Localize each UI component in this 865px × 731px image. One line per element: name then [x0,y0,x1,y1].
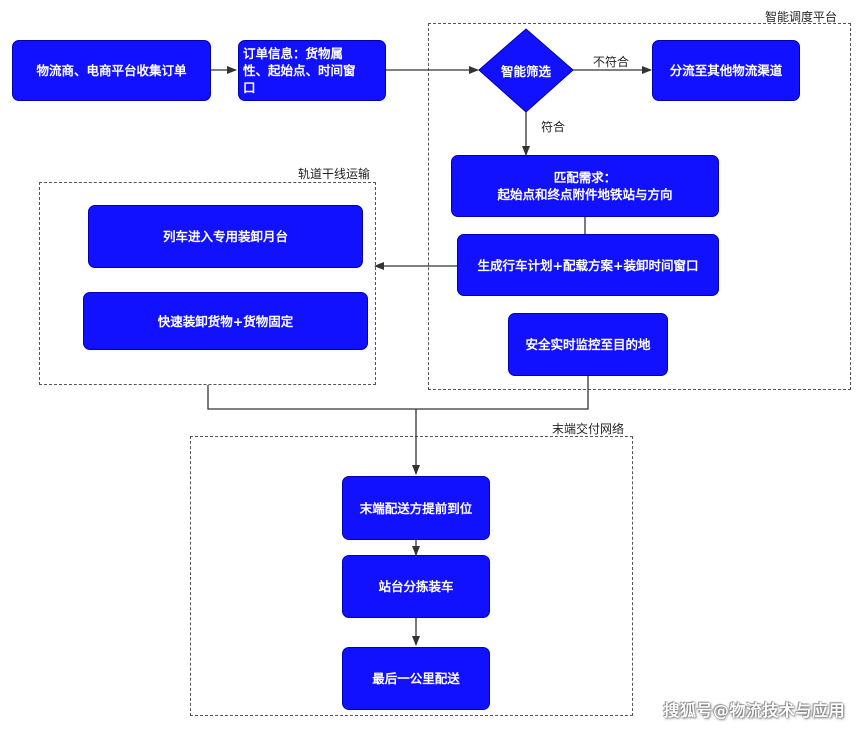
node-train-enter: 列车进入专用装卸月台 [88,205,363,268]
node-monitor: 安全实时监控至目的地 [508,313,668,376]
region-trunk [39,182,376,385]
edge-label-match: 符合 [541,120,566,134]
region-platform [428,23,851,390]
region-platform-label: 智能调度平台 [765,10,838,24]
node-sort: 站台分拣装车 [342,555,490,618]
region-delivery [190,436,633,716]
decision-diamond-shape [478,28,574,113]
region-trunk-label: 轨道干线运输 [298,167,371,181]
node-plan: 生成行车计划+配载方案+装卸时间窗口 [457,234,719,296]
node-match: 匹配需求： 起始点和终点附件地铁站与方向 [451,155,719,217]
edge-label-not-match: 不符合 [593,55,630,69]
node-divert: 分流至其他物流渠道 [652,40,800,101]
edge-monitor-merge [416,376,589,410]
node-advance: 末端配送方提前到位 [342,476,490,540]
node-collect: 物流商、电商平台收集订单 [12,40,211,101]
node-fast-load: 快速装卸货物+货物固定 [83,292,368,350]
node-filter: 智能筛选 [500,64,551,79]
node-order-info: 订单信息：货物属 性、起始点、时间窗 口 [238,40,386,101]
region-delivery-label: 末端交付网络 [552,422,625,436]
edge-trunk-merge [207,385,416,410]
node-last-mile: 最后一公里配送 [342,647,490,710]
watermark: 搜狐号@物流技术与应用 [663,701,845,720]
